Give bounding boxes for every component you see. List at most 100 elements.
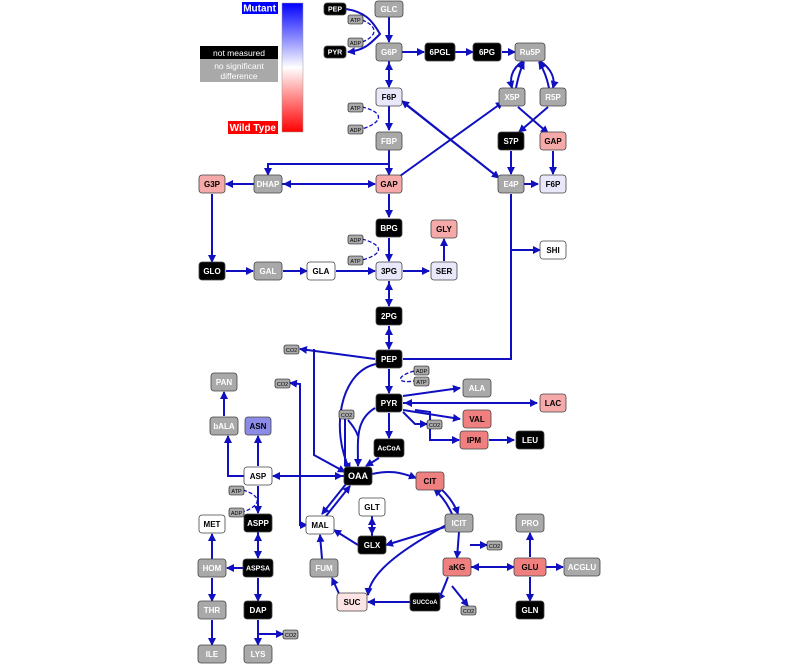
legend-mutant-label-box xyxy=(242,2,278,14)
node-bpg-label: BPG xyxy=(380,224,397,233)
node-ala: ALA xyxy=(462,378,492,398)
svg-text:ATP: ATP xyxy=(350,18,361,24)
node-suc-box xyxy=(336,592,368,612)
edge-r5p-s7p xyxy=(518,106,549,133)
edge-icit-akg xyxy=(453,531,462,559)
legend-wild-type-label-box xyxy=(228,121,278,134)
node-asn-label: ASN xyxy=(250,422,267,431)
node-val: VAL xyxy=(462,409,492,429)
node-leu: LEU xyxy=(515,430,545,450)
node-ru5p-label: Ru5P xyxy=(520,48,541,57)
node-glu-label: GLU xyxy=(522,563,539,572)
node-e4p-label: E4P xyxy=(503,180,519,189)
edge-pep-pyr-pts xyxy=(345,8,382,56)
node-6pg: 6PG xyxy=(472,42,502,62)
node-thr-label: THR xyxy=(204,606,221,615)
cofactor-atp-pep: ATP xyxy=(413,376,430,387)
cofactor-atp-bpg: ATP xyxy=(347,255,364,266)
node-ser: SER xyxy=(430,261,458,281)
node-acglu-box xyxy=(563,557,601,577)
node-glx-box xyxy=(357,535,387,555)
edge-r5p-ru5p xyxy=(538,61,550,89)
node-met-box xyxy=(198,514,226,534)
node-lac-label: LAC xyxy=(545,399,562,408)
edges xyxy=(208,8,564,646)
node-g3p-box xyxy=(198,174,226,194)
node-icit: ICIT xyxy=(444,513,474,533)
edge-asp-bala xyxy=(224,435,244,477)
node-gap-ppp: GAP xyxy=(539,131,567,151)
node-lac: LAC xyxy=(539,393,567,413)
node-asn-box xyxy=(244,416,272,436)
cofactor-adp-asp: ADP xyxy=(228,507,245,518)
svg-text:ADP: ADP xyxy=(416,369,428,375)
node-r5p: R5P xyxy=(539,87,567,107)
svg-text:ATP: ATP xyxy=(350,259,361,265)
node-thr-box xyxy=(197,600,227,620)
node-pep-top: PEP xyxy=(323,2,347,16)
node-x5p-label: X5P xyxy=(504,93,520,102)
node-ile: ILE xyxy=(197,644,227,664)
node-aspsa-label: ASPSA xyxy=(246,565,270,572)
node-pyr-box xyxy=(375,393,403,413)
node-gly-label: GLY xyxy=(436,225,452,234)
cofactor-co2-dap: CO2 xyxy=(282,629,299,640)
node-asp-box xyxy=(243,466,273,486)
node-ile-box xyxy=(197,644,227,664)
node-f6p-ppp: F6P xyxy=(539,174,567,194)
edge-mal-oaa xyxy=(325,485,351,517)
arc-adp-atp-pep xyxy=(399,370,415,383)
node-val-label: VAL xyxy=(469,415,485,424)
node-thr: THR xyxy=(197,600,227,620)
node-pro-box xyxy=(515,513,545,533)
arc-atp-adp-f6p xyxy=(361,106,380,130)
edge-glx-mal xyxy=(333,529,359,546)
node-ipm-box xyxy=(459,430,489,450)
node-cit: CIT xyxy=(415,471,445,491)
node-s7p-label: S7P xyxy=(503,137,519,146)
cofactor-co2-oaa-left: CO2 xyxy=(274,378,291,389)
node-icit-box xyxy=(444,513,474,533)
edge-fum-mal xyxy=(316,534,325,560)
edge-ru5p-r5p xyxy=(539,60,559,89)
edge-pyr-oaa xyxy=(353,407,376,467)
cofactor-atp-asp: ATP xyxy=(228,485,245,496)
node-g6p-box xyxy=(375,42,403,62)
edge-pyr-co2c xyxy=(402,411,428,428)
node-6pg-label: 6PG xyxy=(479,48,495,57)
node-ala-label: ALA xyxy=(469,384,486,393)
node-pyr-label: PYR xyxy=(381,399,398,408)
node-e4p: E4P xyxy=(497,174,525,194)
node-gal-box xyxy=(253,261,283,281)
node-ser-box xyxy=(430,261,458,281)
node-2pg-box xyxy=(375,306,403,326)
node-glu: GLU xyxy=(513,557,547,577)
node-glc-box xyxy=(374,0,404,18)
node-gln-label: GLN xyxy=(522,606,539,615)
node-f6p-label: F6P xyxy=(382,93,397,102)
cofactor-labels: ATP ADP ATP ADP ADP ATP ADP ATP xyxy=(228,14,503,640)
node-gal: GAL xyxy=(253,261,283,281)
node-fbp-box xyxy=(375,131,403,151)
node-oaa-box xyxy=(343,466,373,486)
node-gla-box xyxy=(306,261,336,281)
svg-text:ADP: ADP xyxy=(231,511,243,517)
edge-pep-co2a xyxy=(299,345,376,360)
edge-pep-shi xyxy=(403,250,512,360)
node-acglu: ACGLU xyxy=(563,557,601,577)
node-x5p: X5P xyxy=(498,87,526,107)
legend-color-scale xyxy=(281,2,304,133)
node-acglu-label: ACGLU xyxy=(568,563,597,572)
node-icit-label: ICIT xyxy=(451,519,466,528)
node-suc: SUC xyxy=(336,592,368,612)
cofactor-co2-pyr-oaa: CO2 xyxy=(338,409,355,420)
node-gly-box xyxy=(430,219,458,239)
edge-cit-icit xyxy=(439,487,460,515)
node-fbp-label: FBP xyxy=(381,137,398,146)
node-gap-box xyxy=(375,174,403,194)
cofactor-adp-f6p: ADP xyxy=(347,124,364,135)
node-fum: FUM xyxy=(309,558,339,578)
cofactor-co2-akg: CO2 xyxy=(460,605,477,616)
node-6pgl: 6PGL xyxy=(424,42,456,62)
